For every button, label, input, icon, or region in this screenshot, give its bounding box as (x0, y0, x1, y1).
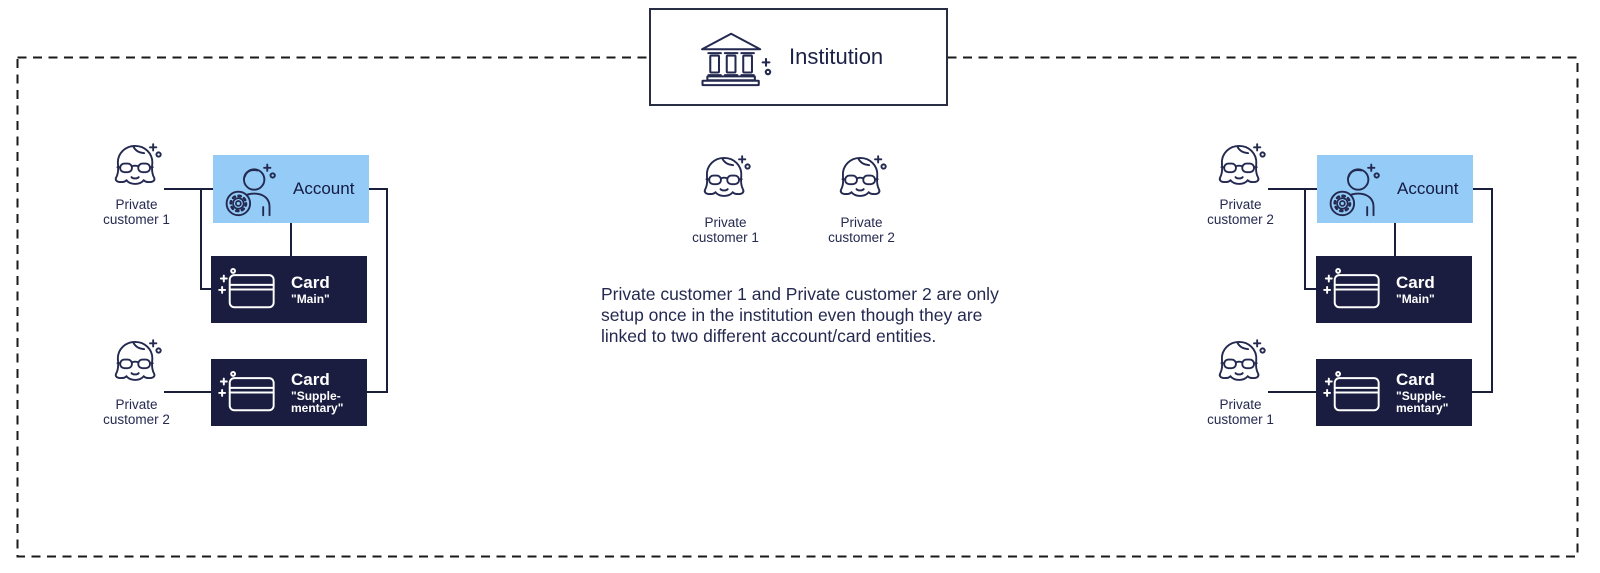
center-customer1-label: Private customer 1 (692, 215, 759, 245)
female-customer-icon (108, 337, 164, 393)
left-card-main-title: Card (291, 272, 330, 292)
female-customer-icon (108, 141, 164, 197)
institution-box: Institution (649, 8, 948, 106)
left-card-supplementary-box: Card "Supple- mentary" (211, 359, 367, 426)
person-gear-icon (223, 161, 279, 217)
credit-card-icon (217, 265, 283, 314)
left-card-supplementary-subtitle: "Supple- mentary" (291, 388, 344, 415)
person-gear-icon (1327, 161, 1383, 217)
connector-right-account-cardsupplementary (1472, 188, 1493, 393)
female-customer-icon (697, 153, 753, 209)
left-account-label: Account (293, 179, 355, 198)
connector-left-customer1-cardmain (200, 189, 211, 290)
female-customer-icon (1212, 141, 1268, 197)
right-bottom-customer-label: Private customer 1 (1207, 397, 1274, 427)
left-card-main-subtitle: "Main" (291, 291, 330, 306)
right-card-supplementary-title: Card (1396, 369, 1435, 389)
right-card-main-title: Card (1396, 272, 1435, 292)
credit-card-icon (217, 368, 283, 417)
left-card-main-box: Card "Main" (211, 256, 367, 323)
right-card-supplementary-subtitle: "Supple- mentary" (1396, 388, 1449, 415)
right-top-customer-label: Private customer 2 (1207, 197, 1274, 227)
female-customer-icon (1212, 337, 1268, 393)
left-bottom-customer-label: Private customer 2 (103, 397, 170, 427)
right-card-main-box: Card "Main" (1316, 256, 1472, 323)
right-account-box: Account (1317, 155, 1473, 223)
right-card-main-subtitle: "Main" (1396, 291, 1435, 306)
connector-left-account-cardsupplementary (367, 188, 388, 393)
female-customer-icon (833, 153, 889, 209)
right-card-supplementary-box: Card "Supple- mentary" (1316, 359, 1472, 426)
left-card-supplementary-title: Card (291, 369, 330, 389)
right-account-label: Account (1397, 179, 1459, 198)
left-top-customer-label: Private customer 1 (103, 197, 170, 227)
note-text: Private customer 1 and Private customer … (601, 284, 999, 346)
center-customer2-label: Private customer 2 (828, 215, 895, 245)
credit-card-icon (1322, 265, 1388, 314)
bank-building-icon (693, 25, 777, 89)
connector-right-customer2-cardmain (1304, 189, 1316, 290)
credit-card-icon (1322, 368, 1388, 417)
institution-label: Institution (789, 44, 884, 69)
left-account-box: Account (213, 155, 369, 223)
